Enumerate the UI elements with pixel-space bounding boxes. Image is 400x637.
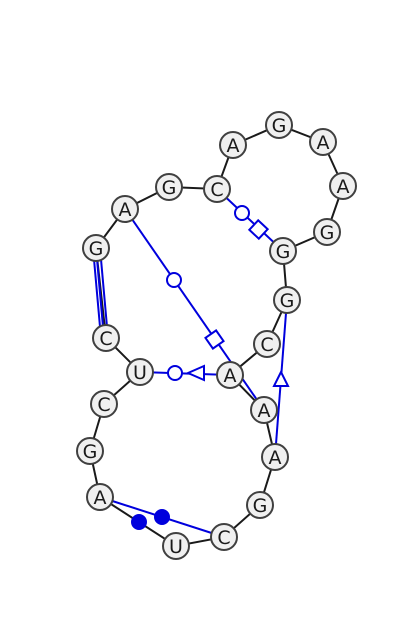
square-glyph [204, 329, 225, 350]
svg-text:G: G [162, 177, 177, 199]
nucleotide-node: A [329, 172, 357, 200]
triangle-glyph [185, 364, 205, 382]
nucleotide-node: A [309, 128, 337, 156]
triangle-glyph [272, 369, 290, 387]
nucleotide-node: C [92, 324, 120, 352]
nucleotide-node: U [126, 358, 154, 386]
svg-text:A: A [269, 447, 282, 469]
nucleotide-node: A [250, 396, 278, 424]
filled-circle-glyph [154, 509, 170, 525]
pair-line-g-c [95, 247, 105, 339]
nucleotides: G A A G G G C A A A G C U A G C U C G A … [76, 111, 357, 560]
svg-text:G: G [276, 241, 291, 263]
svg-text:A: A [317, 132, 330, 154]
svg-text:G: G [89, 238, 104, 260]
nucleotide-node: G [155, 173, 183, 201]
svg-text:G: G [272, 115, 287, 137]
nucleotide-node: G [82, 234, 110, 262]
cis-circle-glyph [234, 205, 250, 221]
svg-text:G: G [320, 222, 335, 244]
svg-text:C: C [260, 334, 273, 356]
nucleotide-node: U [162, 532, 190, 560]
svg-text:U: U [169, 536, 183, 558]
nucleotide-node: G [76, 437, 104, 465]
svg-text:G: G [253, 495, 268, 517]
nucleotide-node: A [261, 443, 289, 471]
svg-text:C: C [97, 394, 110, 416]
svg-text:A: A [224, 365, 237, 387]
nucleotide-node: C [90, 390, 118, 418]
nucleotide-node: A [111, 195, 139, 223]
nucleotide-node: C [210, 523, 238, 551]
svg-text:C: C [217, 527, 230, 549]
nucleotide-node: A [216, 361, 244, 389]
pair-line-c-g-top [216, 188, 284, 252]
nucleotide-node: G [265, 111, 293, 139]
nucleotide-node: C [203, 175, 231, 203]
nucleotide-node: G [273, 286, 301, 314]
svg-text:G: G [280, 290, 295, 312]
interaction-glyphs [131, 205, 290, 530]
nucleotide-node: C [253, 330, 281, 358]
pair-line-u-a [139, 371, 231, 376]
square-glyph [247, 218, 270, 241]
pair-line-g-c [99, 247, 109, 339]
svg-text:A: A [337, 176, 350, 198]
nucleotide-node: G [313, 218, 341, 246]
cis-circle-glyph [166, 272, 182, 288]
cis-circle-glyph [167, 365, 183, 381]
svg-text:C: C [210, 179, 223, 201]
nucleotide-node: G [246, 491, 274, 519]
svg-text:A: A [94, 487, 107, 509]
svg-text:C: C [99, 328, 112, 350]
svg-text:A: A [119, 199, 132, 221]
svg-text:A: A [227, 135, 240, 157]
nucleotide-node: A [86, 483, 114, 511]
interactions [92, 188, 288, 538]
nucleotide-node: G [269, 237, 297, 265]
svg-text:A: A [258, 400, 271, 422]
filled-circle-glyph [131, 514, 147, 530]
svg-text:U: U [133, 362, 147, 384]
svg-text:G: G [83, 441, 98, 463]
pair-line-g-c [92, 247, 102, 339]
nucleotide-node: A [219, 131, 247, 159]
